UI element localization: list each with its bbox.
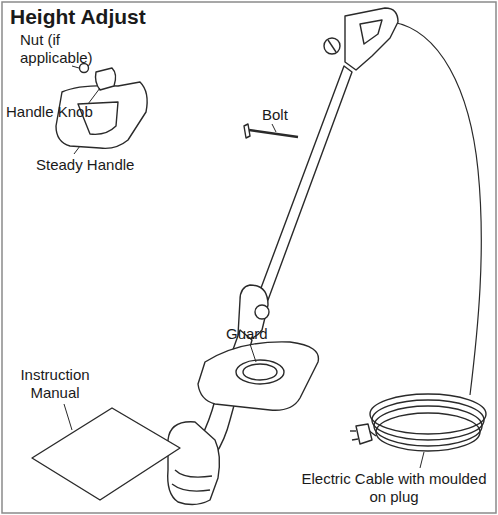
part-label: Handle Knob <box>6 103 116 121</box>
part-label: Instruction Manual <box>10 366 100 402</box>
part-label: Steady Handle <box>36 156 166 174</box>
part-label: Guard <box>226 325 286 343</box>
part-label: Nut (if applicable) <box>20 31 104 67</box>
part-label: Electric Cable with moulded on plug <box>300 470 488 506</box>
part-label: Bolt <box>262 106 312 124</box>
figure-title: Height Adjust <box>10 5 146 29</box>
